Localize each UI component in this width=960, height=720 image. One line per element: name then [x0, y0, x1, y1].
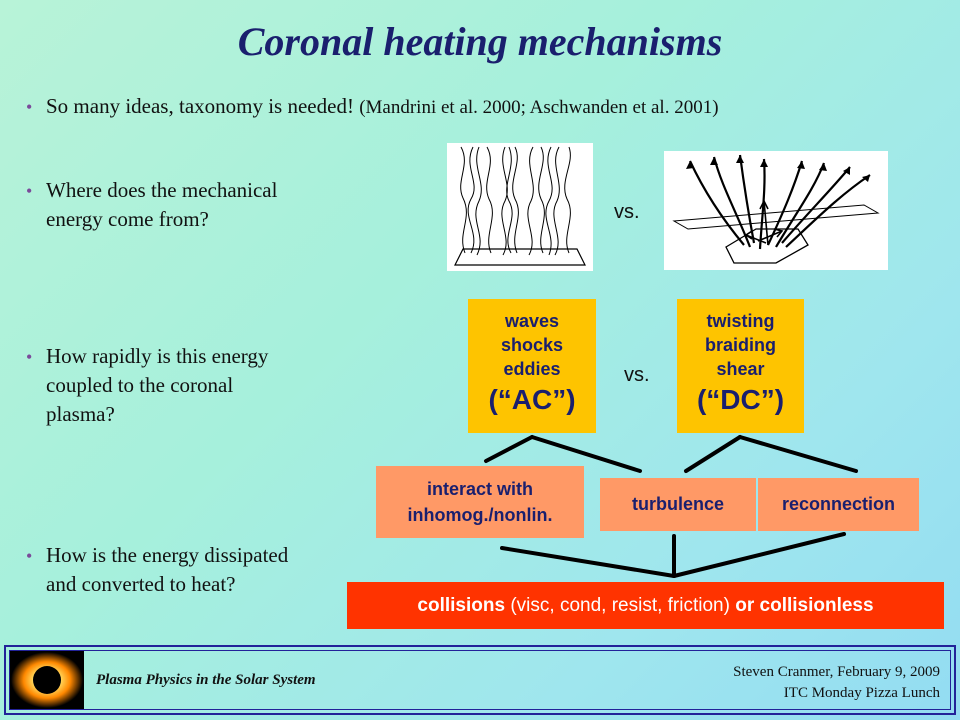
bullet-dot-icon: • [26, 181, 33, 201]
bullet-text: So many ideas, taxonomy is needed! [46, 94, 354, 118]
bullet-line: How rapidly is this energy [46, 344, 269, 368]
collisions-details: (visc, cond, resist, friction) [505, 595, 736, 616]
bullet-line: plasma? [46, 402, 115, 426]
event-line: ITC Monday Pizza Lunch [783, 685, 940, 701]
vs-label-boxes: vs. [624, 364, 650, 386]
bullet-line: and converted to heat? [46, 572, 236, 596]
bullet-dissipation: • How is the energy dissipated and conve… [26, 541, 386, 599]
bullet-line: energy come from? [46, 207, 209, 231]
or-term: or [735, 595, 755, 616]
bullet-taxonomy: • So many ideas, taxonomy is needed! (Man… [26, 92, 956, 122]
reconnection-box: reconnection [758, 478, 919, 531]
citation: (Mandrini et al. 2000; Aschwanden et al.… [359, 97, 719, 118]
bullet-line: coupled to the coronal [46, 373, 234, 397]
bullet-energy-source: • Where does the mechanical energy come … [26, 176, 386, 234]
ac-label: (“AC”) [488, 384, 576, 415]
collisionless-term: collisionless [759, 595, 874, 616]
speaker-line: Steven Cranmer, February 9, 2009 [733, 664, 940, 680]
interact-line: inhomog./nonlin. [407, 505, 553, 525]
dc-label: (“DC”) [696, 384, 785, 415]
wave-field-lines-figure [447, 143, 593, 271]
vs-label-figures: vs. [614, 201, 640, 223]
course-title: Plasma Physics in the Solar System [96, 672, 316, 688]
collisions-term: collisions [417, 595, 506, 616]
footer-frame [4, 645, 956, 715]
ac-line: waves [504, 311, 560, 331]
turbulence-box: turbulence [600, 478, 756, 531]
slide-title: Coronal heating mechanisms [237, 19, 723, 64]
ac-mechanisms-box: waves shocks eddies (“AC”) [468, 299, 596, 433]
interact-inhomog-box: interact with inhomog./nonlin. [376, 466, 584, 538]
bullet-coupling: • How rapidly is this energy coupled to … [26, 342, 386, 429]
bullet-dot-icon: • [26, 546, 33, 566]
dc-line: twisting [706, 311, 775, 331]
dissipation-box: collisions (visc, cond, resist, friction… [347, 582, 944, 629]
bullet-dot-icon: • [26, 347, 33, 367]
ac-line: shocks [500, 335, 564, 355]
bullet-line: Where does the mechanical [46, 178, 278, 202]
braided-field-figure [664, 151, 888, 270]
bullet-line: How is the energy dissipated [46, 543, 289, 567]
dc-line: shear [716, 359, 765, 379]
dc-mechanisms-box: twisting braiding shear (“DC”) [677, 299, 804, 433]
dc-line: braiding [705, 335, 776, 355]
solar-eclipse-icon [10, 651, 84, 709]
bullet-dot-icon: • [26, 97, 33, 117]
interact-line: interact with [426, 479, 533, 499]
speaker-info: Steven Cranmer, February 9, 2009 ITC Mon… [733, 662, 940, 704]
ac-line: eddies [503, 359, 561, 379]
